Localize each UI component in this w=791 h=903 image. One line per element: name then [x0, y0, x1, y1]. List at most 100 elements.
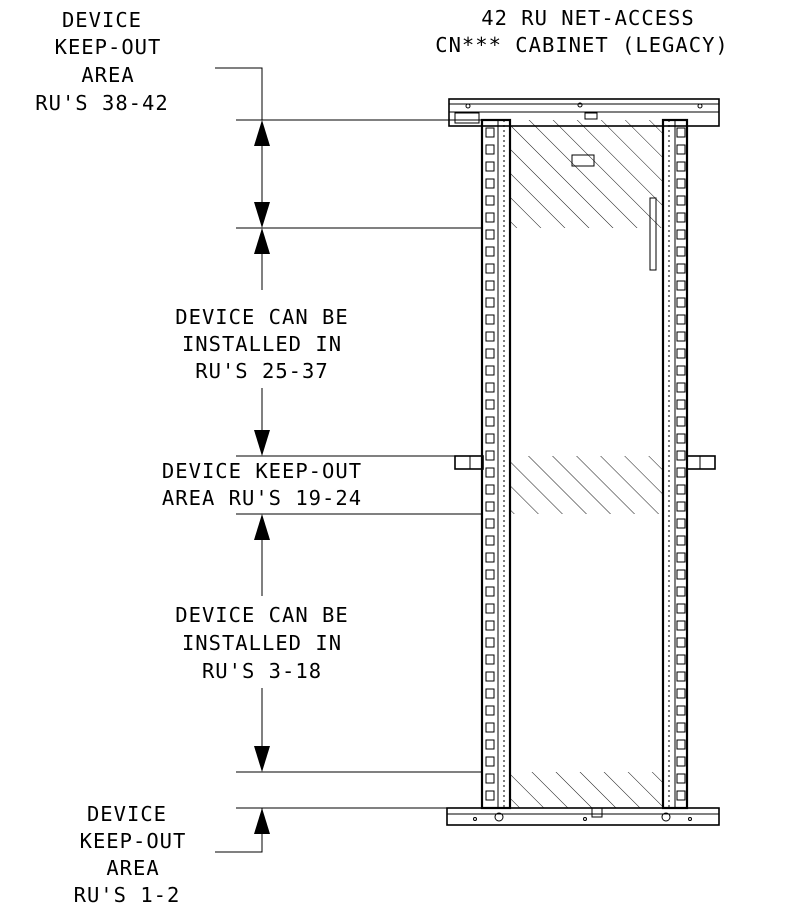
- cap-screw-3: [697, 103, 703, 109]
- rail-slot: [485, 178, 495, 189]
- rail-slot: [676, 195, 686, 206]
- rail-slot: [676, 705, 686, 716]
- cabinet-base: [446, 807, 720, 826]
- arrow-up-ru42: [254, 120, 270, 146]
- zone-bottom-keepout-label: DEVICE KEEP-OUT AREA RU'S 1-2: [74, 802, 186, 903]
- zone-lower-install-line-2: INSTALLED IN: [182, 631, 342, 655]
- zone-top-keepout-line-3: AREA: [81, 63, 134, 87]
- rail-slot: [676, 518, 686, 529]
- rail-slot: [676, 127, 686, 138]
- rail-slot: [676, 246, 686, 257]
- rail-slot: [676, 654, 686, 665]
- rail-slot: [485, 348, 495, 359]
- rail-slot: [676, 501, 686, 512]
- rail-slot: [676, 229, 686, 240]
- zone-bottom-keepout-line-3: AREA: [106, 856, 159, 880]
- zone-lower-install-line-3: RU'S 3-18: [202, 659, 322, 683]
- cabinet: [446, 98, 720, 826]
- rail-slot: [676, 212, 686, 223]
- right-side-handle: [649, 197, 657, 271]
- rail-slot: [485, 739, 495, 750]
- rail-slot: [485, 399, 495, 410]
- base-caster-right: [661, 812, 671, 822]
- zone-upper-install-line-2: INSTALLED IN: [182, 332, 342, 356]
- hatch-bottom-keepout: [510, 772, 663, 808]
- arrow-down-ru3: [254, 746, 270, 772]
- rail-slot: [676, 348, 686, 359]
- rail-slot: [676, 603, 686, 614]
- rail-slot: [485, 229, 495, 240]
- rail-slot: [485, 705, 495, 716]
- arrow-down-ru38: [254, 202, 270, 228]
- arrow-down-ru25: [254, 430, 270, 456]
- rail-slot: [485, 314, 495, 325]
- zone-lower-install-line-1: DEVICE CAN BE: [175, 603, 348, 627]
- rail-slot: [485, 518, 495, 529]
- zone-mid-keepout-line-2: AREA RU'S 19-24: [162, 486, 362, 510]
- rail-slot: [485, 756, 495, 767]
- rail-slot: [676, 722, 686, 733]
- arrow-up-ru2: [254, 808, 270, 834]
- rail-slot: [485, 654, 495, 665]
- rail-slot: [676, 365, 686, 376]
- rail-slot: [676, 688, 686, 699]
- rail-slot: [485, 161, 495, 172]
- rail-slot: [676, 569, 686, 580]
- rail-slot: [485, 586, 495, 597]
- rail-slot: [676, 790, 686, 801]
- rail-slot: [485, 365, 495, 376]
- rail-slot: [676, 484, 686, 495]
- rail-slot: [676, 620, 686, 631]
- arrow-up-ru37: [254, 228, 270, 254]
- rail-slot: [485, 501, 495, 512]
- base-center-block: [591, 807, 603, 818]
- cap-bracket-left: [454, 112, 480, 124]
- zone-upper-install-line-3: RU'S 25-37: [195, 359, 328, 383]
- rail-slot: [676, 399, 686, 410]
- arrowheads: [254, 120, 270, 834]
- zone-lower-install-label: DEVICE CAN BE INSTALLED IN RU'S 3-18: [175, 603, 348, 683]
- rail-slot: [485, 773, 495, 784]
- leader-bottom: [215, 808, 263, 853]
- zone-top-keepout-label: DEVICE KEEP-OUT AREA RU'S 38-42: [35, 8, 168, 115]
- zone-upper-install-line-1: DEVICE CAN BE: [175, 305, 348, 329]
- hatch-top-keepout: [510, 120, 663, 228]
- base-caster-left: [494, 812, 504, 822]
- rail-slot: [676, 382, 686, 393]
- rail-slot: [485, 484, 495, 495]
- rail-slot: [676, 467, 686, 478]
- extension-lines: [236, 119, 482, 809]
- rail-slot: [676, 331, 686, 342]
- zone-top-keepout-line-4: RU'S 38-42: [35, 91, 168, 115]
- rail-slot: [676, 552, 686, 563]
- rail-slot: [485, 569, 495, 580]
- rail-slot: [676, 314, 686, 325]
- base-screw-1: [473, 817, 477, 821]
- zone-mid-keepout-line-1: DEVICE KEEP-OUT: [162, 459, 362, 483]
- rail-slot: [676, 756, 686, 767]
- top-label-plate: [571, 154, 595, 167]
- zone-mid-keepout-label: DEVICE KEEP-OUT AREA RU'S 19-24: [162, 459, 362, 510]
- rail-slot: [485, 382, 495, 393]
- rail-slot: [485, 416, 495, 427]
- zone-top-keepout-line-1: DEVICE: [62, 8, 142, 32]
- cap-bracket-center: [584, 112, 598, 120]
- right-rail-slots: [676, 127, 686, 801]
- rail-slot: [676, 535, 686, 546]
- leader-top: [215, 67, 263, 120]
- zone-bottom-keepout-line-1: DEVICE: [87, 802, 167, 826]
- rail-slot: [676, 773, 686, 784]
- rail-slot: [485, 331, 495, 342]
- zone-top-keepout-line-2: KEEP-OUT: [55, 35, 162, 59]
- rail-slot: [676, 416, 686, 427]
- rail-slot: [485, 212, 495, 223]
- hatch-mid-keepout: [510, 456, 663, 514]
- rail-slot: [485, 433, 495, 444]
- rail-slot: [676, 263, 686, 274]
- rail-slot: [485, 467, 495, 478]
- mid-bracket-right: [686, 455, 716, 470]
- base-screw-2: [583, 817, 587, 821]
- rail-slot: [676, 637, 686, 648]
- rail-slot: [676, 739, 686, 750]
